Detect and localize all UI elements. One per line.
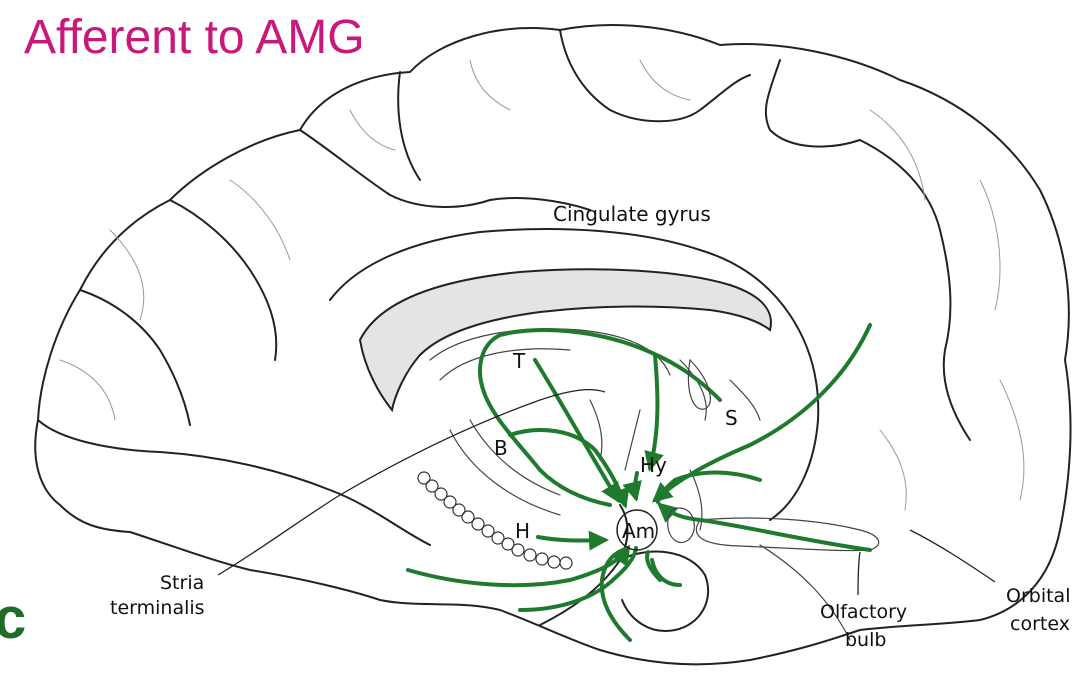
label-cingulate-gyrus: Cingulate gyrus — [553, 202, 711, 226]
cropped-edge-letter: c — [0, 590, 26, 648]
label-b: B — [494, 436, 508, 460]
label-orbital-line2: cortex — [1010, 613, 1070, 635]
slide-title: Afferent to AMG — [24, 14, 365, 62]
label-am: Am — [622, 519, 655, 543]
stria-terminalis-beads — [418, 472, 572, 569]
label-stria-line1: Stria — [160, 572, 204, 594]
label-olfactory-line1: Olfactory — [820, 601, 907, 623]
label-stria-line2: terminalis — [110, 597, 205, 619]
label-s: S — [725, 406, 738, 430]
label-orbital-line1: Orbital — [1006, 585, 1070, 607]
label-t: T — [512, 349, 526, 373]
label-hy: Hy — [640, 453, 667, 477]
label-h: H — [515, 519, 530, 543]
label-olfactory-line2: bulb — [845, 629, 886, 651]
